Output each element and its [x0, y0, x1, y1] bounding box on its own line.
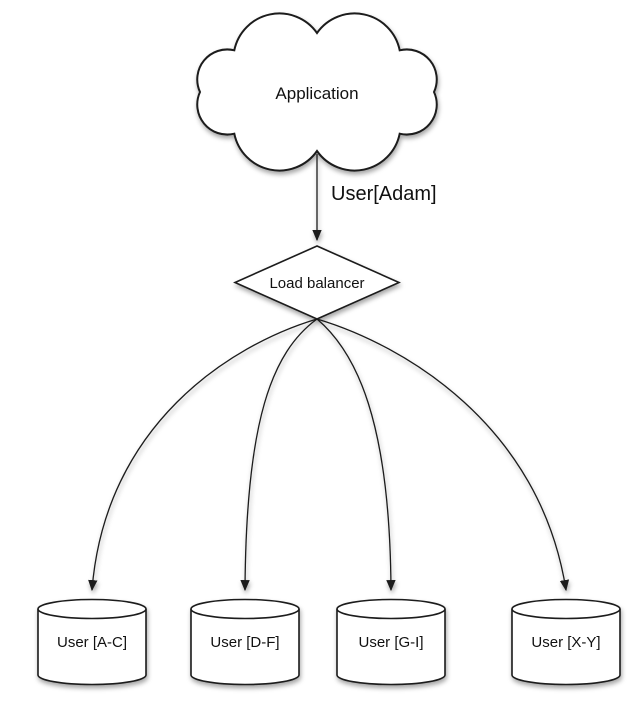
cylinder-body: [37, 609, 147, 686]
cylinder-body: [511, 609, 621, 686]
load-balancer-diamond-shape: [233, 245, 401, 320]
load-balancer-label: Load balancer: [269, 275, 364, 292]
cylinder-top: [37, 598, 147, 620]
cylinder-top: [336, 598, 446, 620]
cylinder-top: [511, 598, 621, 620]
cylinder-top: [190, 598, 300, 620]
shard-1-label: User [A-C]: [57, 634, 127, 651]
labels-layer: Application User[Adam] Load balancer Use…: [57, 84, 601, 651]
edge-balancer-to-shard-3: [316, 318, 396, 592]
database-cylinder-shard-2: [190, 598, 300, 686]
edge-balancer-to-shard-2: [240, 318, 318, 592]
user-adam-edge-label: User[Adam]: [331, 183, 437, 205]
application-label: Application: [275, 84, 358, 103]
shard-3-label: User [G-I]: [358, 634, 423, 651]
shard-2-label: User [D-F]: [210, 634, 279, 651]
application-cloud-shape: [196, 12, 438, 172]
cylinder-body: [336, 609, 446, 686]
cylinder-body: [190, 609, 300, 686]
shapes-layer: [37, 12, 621, 686]
edge-balancer-to-shard-4: [316, 318, 570, 592]
database-cylinder-shard-3: [336, 598, 446, 686]
database-cylinder-shard-1: [37, 598, 147, 686]
database-cylinder-shard-4: [511, 598, 621, 686]
edge-balancer-to-shard-1: [88, 318, 318, 592]
shard-4-label: User [X-Y]: [531, 634, 600, 651]
